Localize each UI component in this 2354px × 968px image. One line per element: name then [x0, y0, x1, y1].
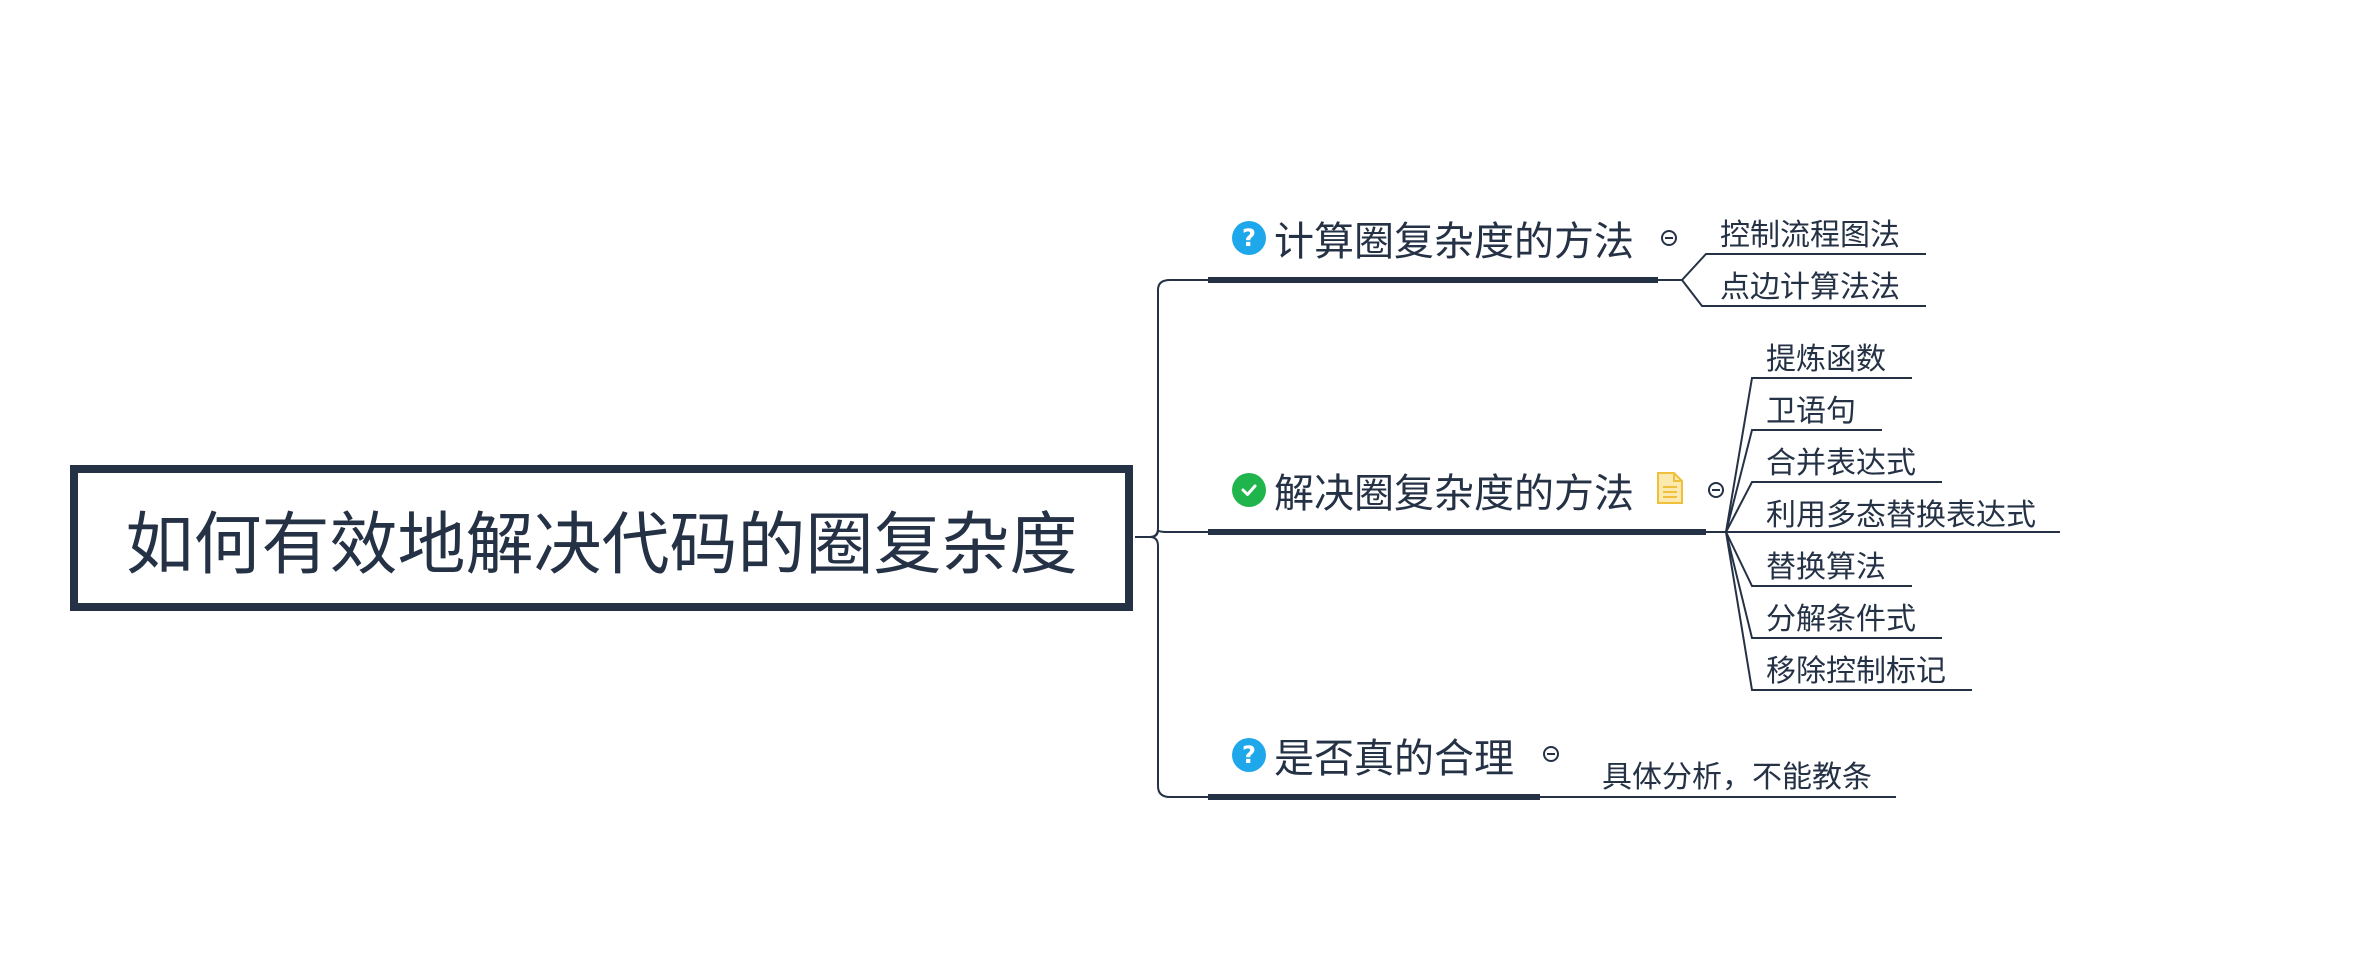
- connector-topic2-child2: [1725, 429, 1882, 533]
- note-icon[interactable]: [1656, 471, 1684, 509]
- root-topic[interactable]: 如何有效地解决代码的圈复杂度: [70, 465, 1133, 611]
- connector-topic2-child3: [1725, 481, 1942, 533]
- connector-topic2-child1: [1725, 377, 1912, 533]
- check-icon: [1232, 473, 1266, 507]
- connector-topic1-child2: [1681, 279, 1926, 307]
- root-title: 如何有效地解决代码的圈复杂度: [125, 505, 1078, 585]
- question-icon: ?: [1232, 221, 1266, 255]
- topic-is-reasonable[interactable]: ? 是否真的合理: [1232, 725, 1514, 785]
- subtopic-item[interactable]: 利用多态替换表达式: [1766, 498, 2036, 533]
- subtopic-item[interactable]: 具体分析，不能教条: [1602, 760, 1872, 795]
- check-mark-glyph: [1241, 484, 1257, 496]
- subtopic-item[interactable]: 合并表达式: [1766, 446, 1916, 481]
- connector-topic2-child6: [1725, 531, 1942, 639]
- topic-label: 是否真的合理: [1274, 736, 1514, 782]
- connector-root-topic2: [1135, 529, 1208, 538]
- topic-label: 解决圈复杂度的方法: [1274, 471, 1634, 517]
- subtopic-item[interactable]: 移除控制标记: [1766, 654, 1946, 689]
- connector-topic1-child1: [1658, 253, 1926, 281]
- connector-root-topic1: [1135, 279, 1208, 538]
- connector-topic2-child7: [1725, 531, 1972, 691]
- connector-topic2-child5: [1725, 531, 1912, 587]
- topic-calculate-methods[interactable]: ? 计算圈复杂度的方法: [1232, 208, 1634, 268]
- subtopic-item[interactable]: 分解条件式: [1766, 602, 1916, 637]
- subtopic-item[interactable]: 点边计算法法: [1720, 270, 1900, 305]
- collapse-toggle-icon[interactable]: [1543, 746, 1559, 762]
- collapse-toggle-icon[interactable]: [1708, 482, 1724, 498]
- connector-root-topic3: [1149, 536, 1208, 798]
- topic-label: 计算圈复杂度的方法: [1274, 219, 1634, 265]
- collapse-toggle-icon[interactable]: [1661, 230, 1677, 246]
- subtopic-item[interactable]: 卫语句: [1766, 394, 1856, 429]
- subtopic-item[interactable]: 替换算法: [1766, 550, 1886, 585]
- subtopic-item[interactable]: 控制流程图法: [1720, 218, 1900, 253]
- topic-solve-methods[interactable]: 解决圈复杂度的方法: [1232, 460, 1684, 520]
- question-icon: ?: [1232, 738, 1266, 772]
- subtopic-item[interactable]: 提炼函数: [1766, 342, 1886, 377]
